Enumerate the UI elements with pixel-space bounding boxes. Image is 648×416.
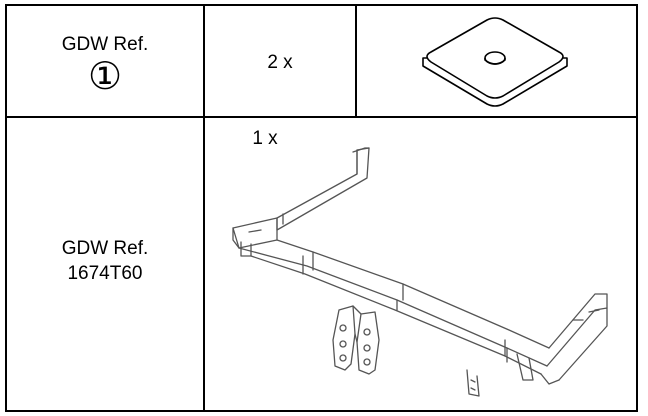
row1-ref-cell: GDW Ref. ① bbox=[7, 32, 203, 97]
row2-ref-number: 1674T60 bbox=[67, 263, 143, 284]
parts-table: GDW Ref. ① 2 x GDW Ref. 1674T60 1 x bbox=[5, 4, 638, 412]
column-divider-1 bbox=[203, 6, 205, 410]
row2-ref-label: GDW Ref. bbox=[61, 238, 149, 259]
tow-bar-crossmember-icon bbox=[232, 147, 608, 397]
row2-ref-cell: GDW Ref. 1674T60 bbox=[7, 236, 203, 286]
row1-ref-label: GDW Ref. bbox=[61, 34, 149, 55]
row1-ref-number: ① bbox=[87, 56, 123, 98]
column-divider-2 bbox=[355, 6, 357, 116]
row1-quantity: 2 x bbox=[267, 52, 293, 73]
square-spacer-washer-icon bbox=[422, 17, 568, 107]
row2-quantity: 1 x bbox=[252, 128, 278, 149]
row-divider bbox=[7, 116, 636, 118]
